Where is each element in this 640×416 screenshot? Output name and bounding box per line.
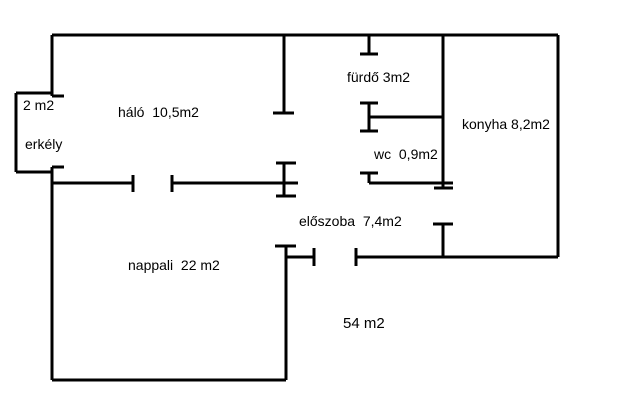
- bedroom-label: háló 10,5m2: [118, 104, 199, 120]
- hall-label: előszoba 7,4m2: [299, 213, 402, 229]
- outer-walls: [50, 33, 560, 382]
- kitchen-label: konyha 8,2m2: [462, 116, 550, 132]
- balcony-label: erkély: [25, 136, 62, 152]
- interior-walls: [52, 35, 453, 266]
- wc-label: wc 0,9m2: [373, 146, 438, 162]
- total-area-label: 54 m2: [343, 315, 385, 332]
- balcony-outline: [14, 91, 52, 174]
- bathroom-label: fürdő 3m2: [347, 69, 410, 85]
- living-room-label: nappali 22 m2: [128, 257, 220, 273]
- balcony-area-label: 2 m2: [23, 97, 54, 113]
